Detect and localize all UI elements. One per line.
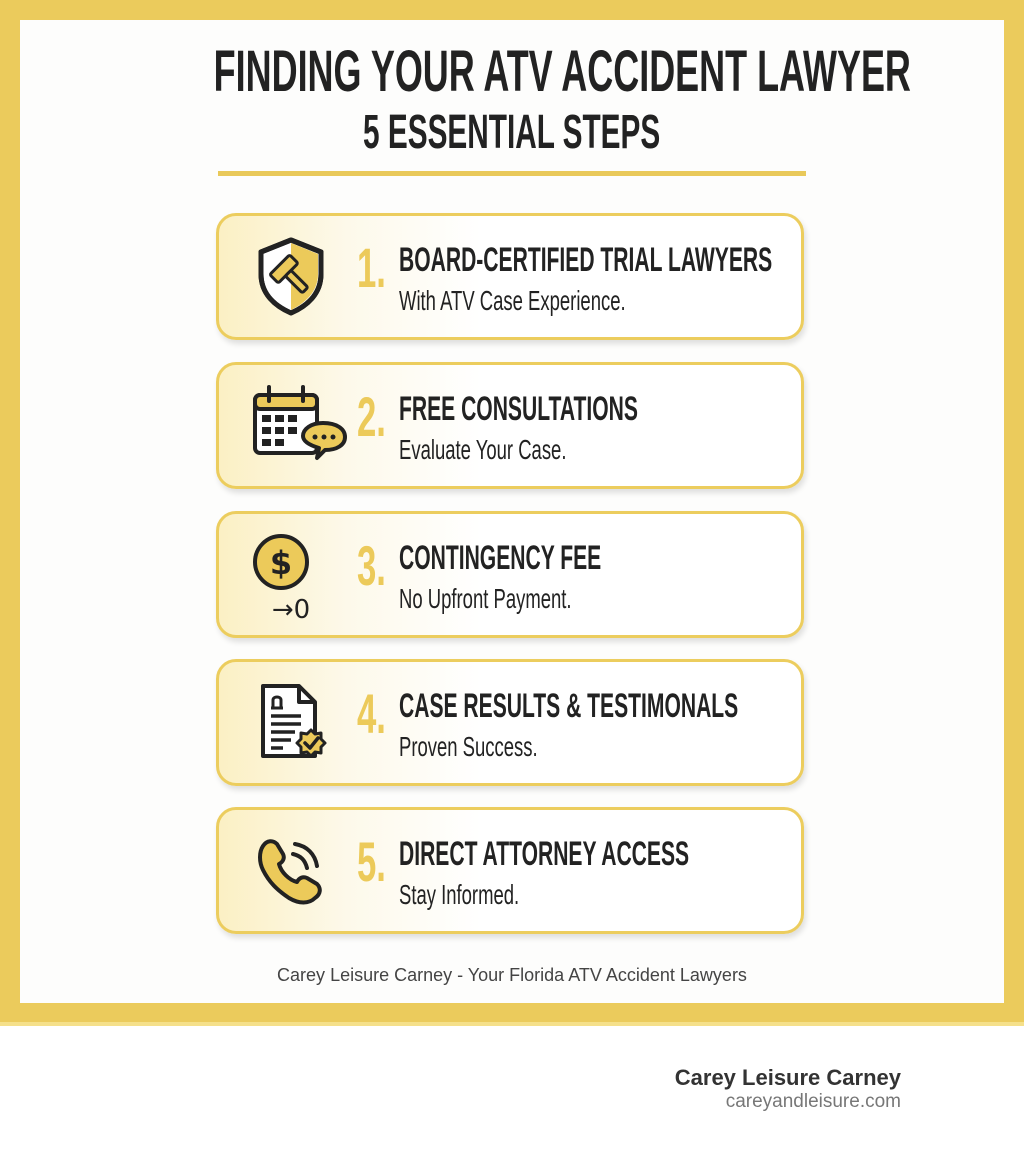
step-heading: FREE CONSULTATIONS (399, 390, 638, 428)
step-number: 1. (357, 236, 386, 299)
brand-name: Carey Leisure Carney (674, 1065, 901, 1090)
step-number: 5. (357, 830, 386, 893)
brand-block: Carey Leisure Carney careyandleisure.com (675, 1065, 901, 1113)
step-description: Proven Success. (399, 731, 538, 762)
step-heading: DIRECT ATTORNEY ACCESS (399, 835, 690, 873)
step-card-1: 1. BOARD-CERTIFIED TRIAL LAWYERS With AT… (216, 213, 804, 340)
step-card-2: 2. FREE CONSULTATIONS Evaluate Your Case… (216, 362, 804, 489)
step-number: 2. (357, 385, 386, 448)
step-description: With ATV Case Experience. (399, 285, 626, 316)
calendar-chat-icon (249, 383, 347, 467)
phone-ringing-icon (249, 828, 333, 912)
page-subtitle: 5 ESSENTIAL STEPS (363, 106, 661, 159)
document-badge-icon (249, 680, 333, 764)
step-heading: BOARD-CERTIFIED TRIAL LAWYERS (399, 241, 773, 279)
step-description: No Upfront Payment. (399, 583, 572, 614)
dollar-coin-icon: $ →0 (249, 532, 333, 625)
brand-url: careyandleisure.com (725, 1091, 901, 1112)
step-heading: CONTINGENCY FEE (399, 539, 602, 577)
step-heading: CASE RESULTS & TESTIMONALS (399, 687, 739, 725)
step-card-3: $ →0 3. CONTINGENCY FEE No Upfront Payme… (216, 511, 804, 638)
step-description: Stay Informed. (399, 879, 520, 910)
step-number: 4. (357, 682, 386, 745)
step-card-5: 5. DIRECT ATTORNEY ACCESS Stay Informed. (216, 807, 804, 934)
frame-edge (0, 1022, 1024, 1026)
svg-text:$: $ (270, 544, 292, 582)
arrow-zero-caption: →0 (272, 595, 310, 622)
step-card-4: 4. CASE RESULTS & TESTIMONALS Proven Suc… (216, 659, 804, 786)
step-number: 3. (357, 534, 386, 597)
title-divider (218, 171, 806, 176)
page-title: FINDING YOUR ATV ACCIDENT LAWYER (213, 39, 911, 104)
shield-gavel-icon (249, 234, 333, 318)
step-description: Evaluate Your Case. (399, 434, 567, 465)
footer-tagline: Carey Leisure Carney - Your Florida ATV … (277, 965, 747, 985)
